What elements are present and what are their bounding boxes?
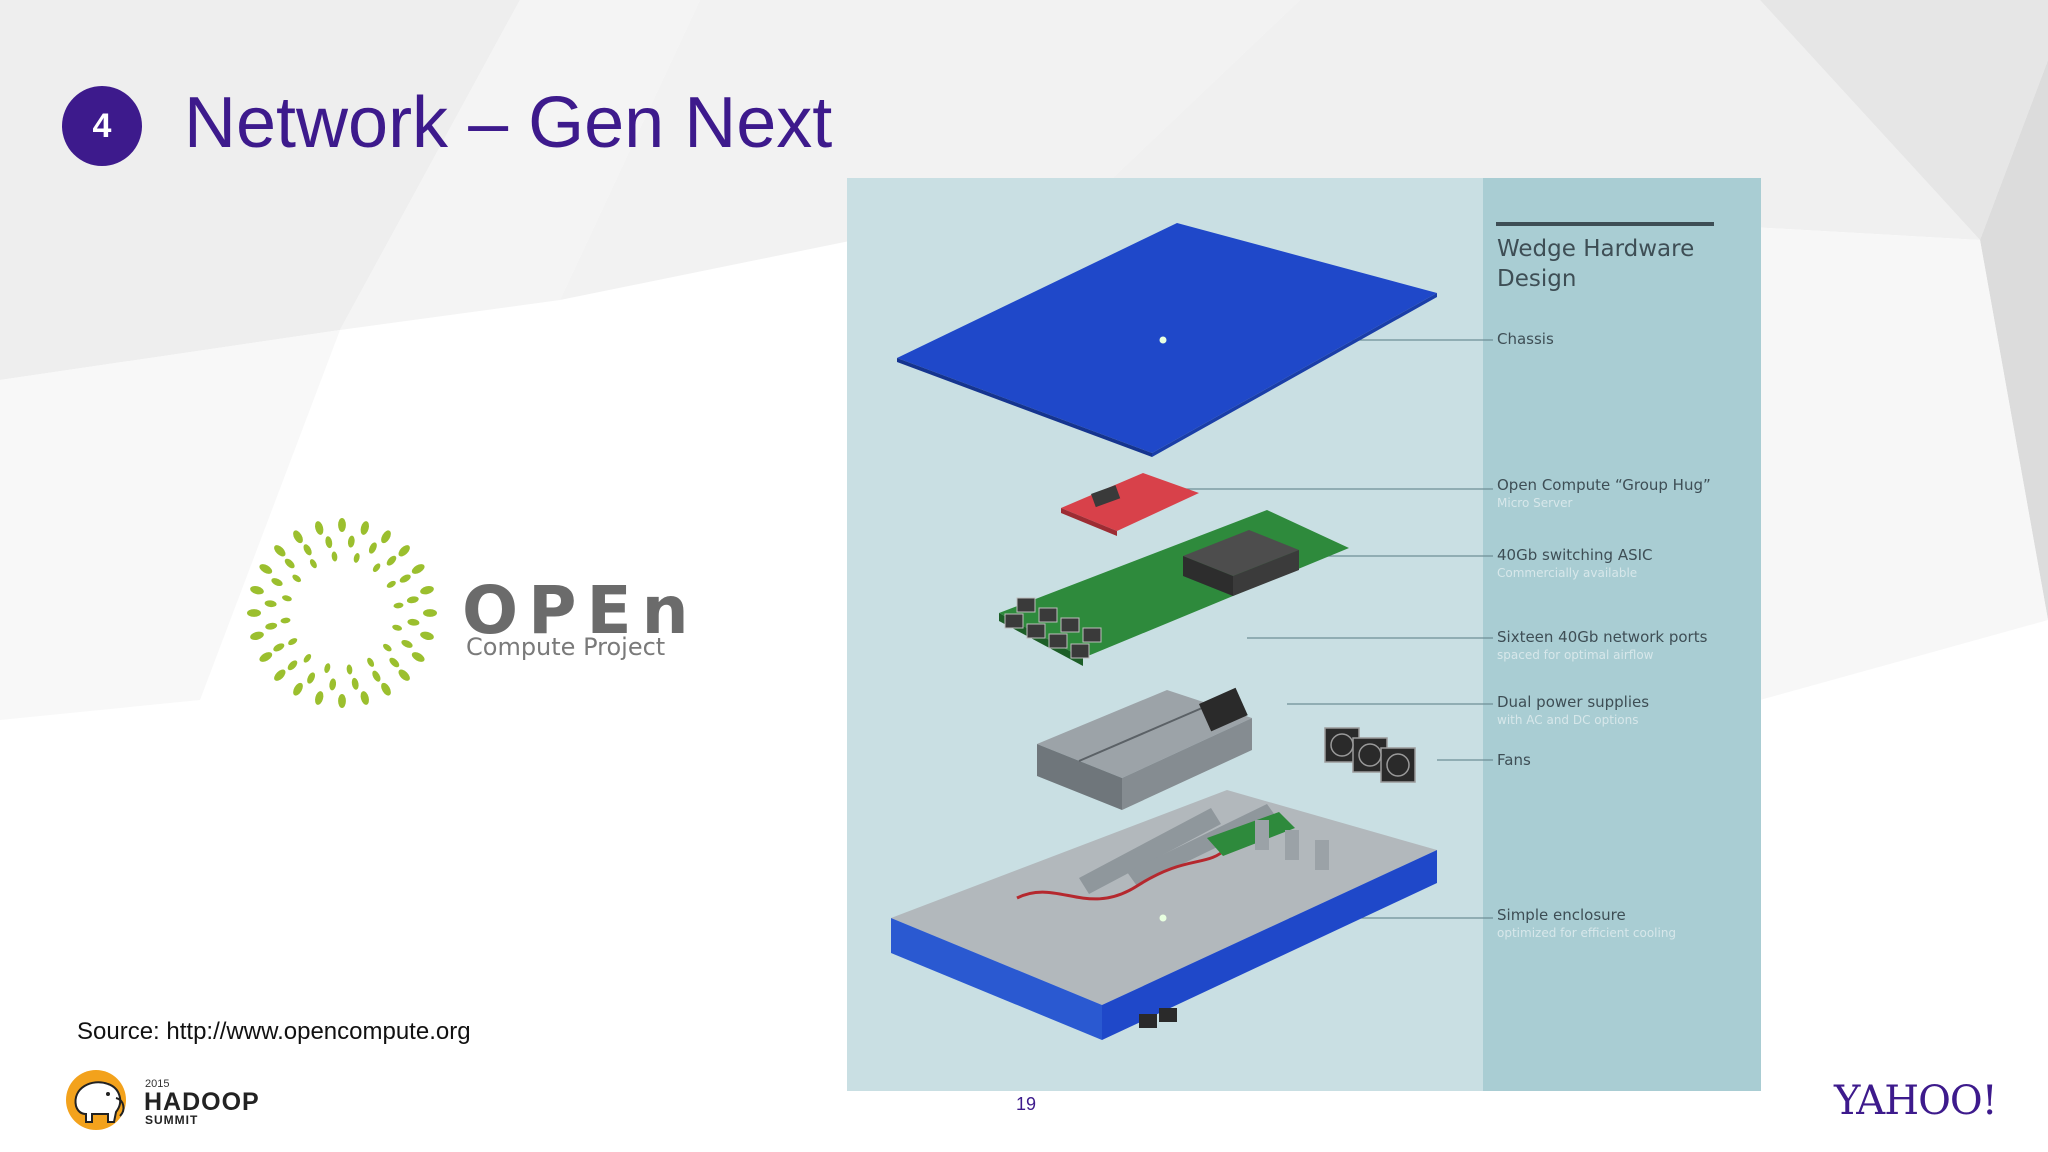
ocp-leaf [346,664,353,675]
hadoop-wordmark: HADOOP [144,1088,260,1116]
hadoop-elephant-icon [66,1070,126,1130]
ocp-leaf [381,682,391,696]
chassis-lid [897,223,1437,457]
diagram-title-line1: Wedge Hardware [1497,236,1695,262]
ocp-leaf [368,542,377,554]
ocp-leaf [360,521,369,535]
ocp-subtitle: Compute Project [466,633,666,661]
ocp-leaf [407,618,420,626]
hadoop-summit-label: SUMMIT [145,1113,199,1127]
ocp-leaf [315,521,324,535]
ocp-leaf [392,624,402,631]
ocp-leaf [382,643,392,652]
ocp-leaf [325,536,333,549]
diagram-title-line2: Design [1497,266,1577,292]
ocp-wordmark: OPEn [462,572,699,649]
hadoop-year: 2015 [145,1078,170,1090]
ocp-leaf [292,574,302,583]
slide-title: Network – Gen Next [184,83,833,163]
fan-modules [1324,727,1416,783]
ocp-leaf [288,638,298,646]
ocp-leaf [303,653,312,663]
ocp-leaf [411,652,425,662]
ocp-leaf [271,578,283,587]
ocp-leaf [259,652,273,662]
ocp-leaf [386,580,396,588]
yahoo-logo: YAHOO! [1834,1078,1998,1124]
ocp-leaf [389,657,400,668]
ocp-leaf [280,617,291,624]
slide-number-badge: 4 [62,86,142,166]
switch-mainboard [999,510,1349,666]
ocp-leaf [386,555,397,566]
ocp-leaf [399,574,411,583]
ocp-leaf [393,602,404,609]
ocp-leaf [372,563,381,573]
ocp-leaf [420,631,434,640]
ocp-leaf [372,670,381,682]
power-supplies [1037,687,1252,810]
ocp-leaf [398,545,410,557]
ocp-leaf [423,609,437,617]
ocp-leaf [324,663,331,673]
sub-network-ports: spaced for optimal airflow [1497,648,1654,662]
ocp-leaf [353,553,360,563]
ocp-leaf [284,558,295,569]
ocp-leaf [347,535,355,548]
ocp-leaf [309,559,317,569]
ocp-leaf [411,564,425,574]
ocp-leaf [247,609,261,617]
ocp-leaf [331,551,338,562]
label-power-supplies: Dual power supplies [1497,693,1650,711]
ocp-leaf [274,669,286,681]
ocp-leaf [287,660,298,671]
ocp-leaf [303,544,312,556]
ocp-leaf [351,677,359,690]
panel-rule [1496,222,1714,226]
ocp-leaf [265,622,278,630]
wedge-hardware-diagram: Wedge Hardware Design Chassis Open Compu… [847,178,1761,1091]
ocp-leaf [315,691,324,705]
diagram-title: Wedge Hardware Design [1497,234,1737,294]
label-fans: Fans [1497,751,1531,769]
ocp-leaf [264,600,277,608]
ocp-leaf [293,530,303,544]
ocp-leaf [398,669,410,681]
label-network-ports: Sixteen 40Gb network ports [1497,628,1708,646]
ocp-leaf [282,595,292,602]
enclosure-tray [891,790,1437,1040]
ocp-leaf [420,586,434,595]
ocp-leaf [307,672,316,684]
ocp-leaf [338,518,346,532]
exploded-hardware-illustration [891,223,1493,1040]
label-enclosure: Simple enclosure [1497,906,1626,924]
ocp-leaf [338,694,346,708]
source-citation: Source: http://www.opencompute.org [77,1018,471,1045]
ocp-leaf [381,530,391,544]
label-asic: 40Gb switching ASIC [1497,546,1653,564]
ocp-leaf [250,586,264,595]
sub-group-hug: Micro Server [1497,496,1573,510]
sub-enclosure: optimized for efficient cooling [1497,926,1677,940]
ocp-leaf [360,691,369,705]
ocp-leaf [367,657,375,667]
label-chassis: Chassis [1497,330,1554,348]
micro-server-board [1061,473,1199,536]
diagram-label-panel [1483,178,1761,1091]
page-number: 19 [1016,1094,1037,1114]
sub-power-supplies: with AC and DC options [1497,713,1639,727]
ocp-leaf [273,643,285,652]
ocp-leaf [329,678,337,691]
sub-asic: Commercially available [1497,566,1638,580]
ocp-leaf-ring-icon [247,518,437,708]
ocp-leaf [401,639,413,648]
label-group-hug: Open Compute “Group Hug” [1497,476,1711,494]
ocp-leaf [406,596,419,604]
ocp-leaf [259,564,273,574]
ocp-leaf [293,682,303,696]
ocp-leaf [274,545,286,557]
ocp-leaf [250,631,264,640]
